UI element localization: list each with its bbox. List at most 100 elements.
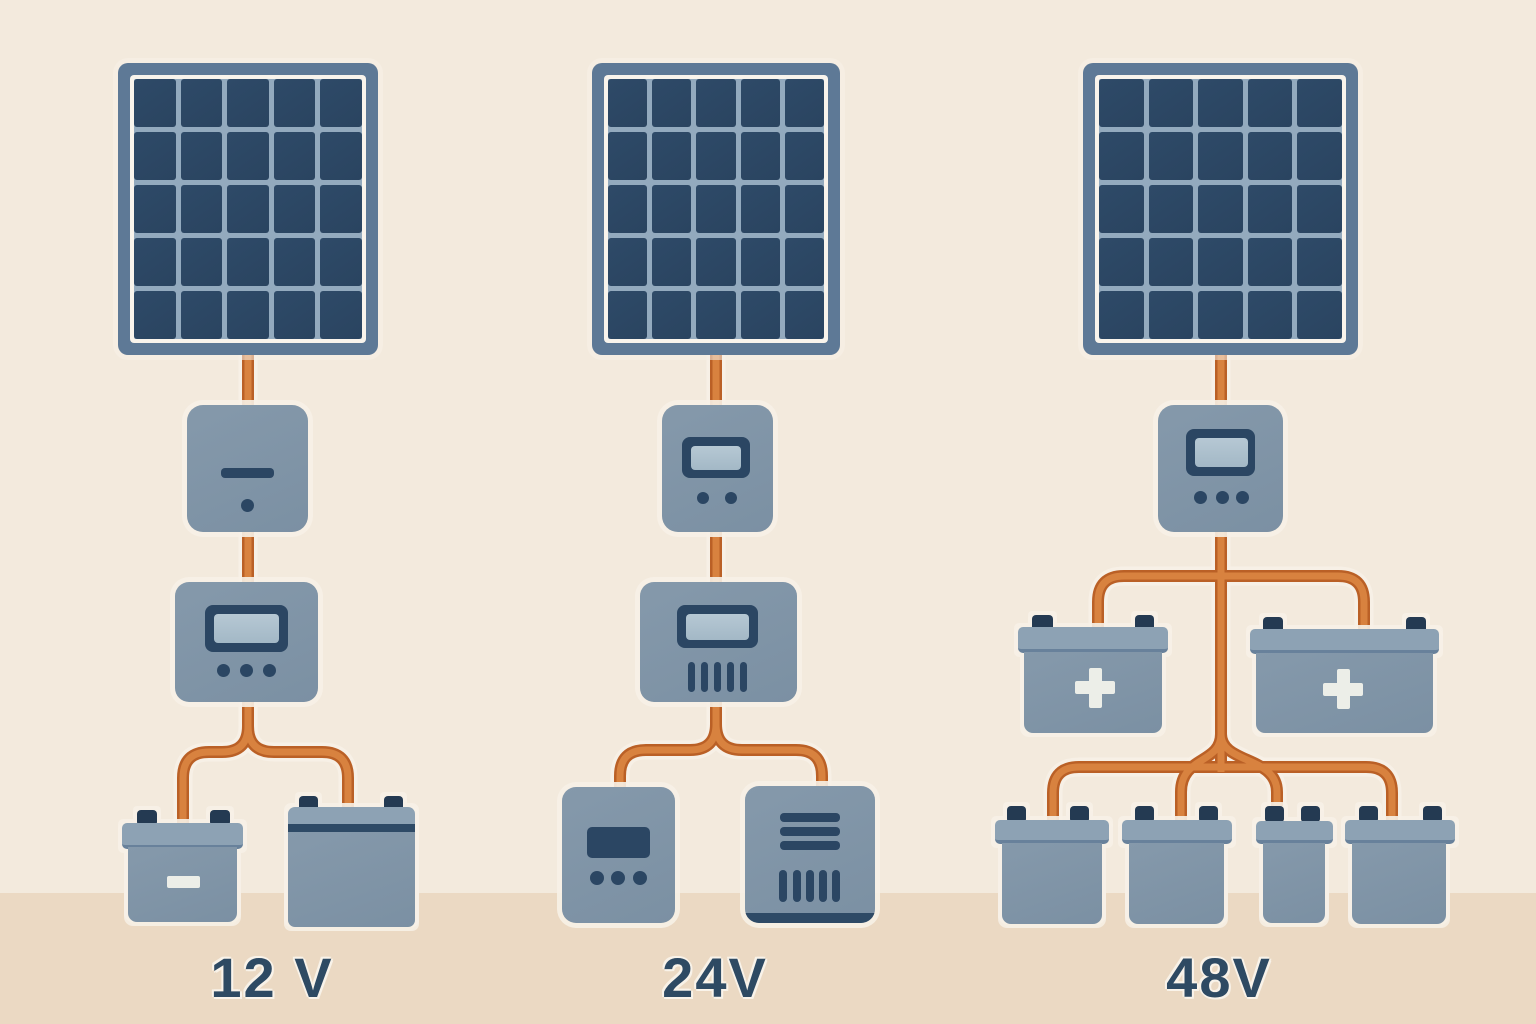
solar-cell — [273, 291, 316, 339]
solar-cell — [652, 132, 692, 180]
battery-cap — [1345, 820, 1455, 844]
solar-cell — [1247, 79, 1293, 127]
battery-48v-mid-right — [1250, 617, 1439, 733]
solar-cell — [320, 238, 362, 286]
display-screen — [686, 614, 749, 640]
battery-cap — [1256, 821, 1333, 844]
battery-cap — [1250, 629, 1439, 654]
inverter-bar — [780, 841, 840, 850]
solar-cell — [784, 79, 824, 127]
charge-controller-24v-bottom — [640, 582, 797, 702]
solar-cell — [608, 132, 648, 180]
button-dot — [611, 871, 625, 885]
battery-top-band — [288, 807, 415, 824]
solar-panel-12v — [118, 63, 378, 355]
solar-cell — [1247, 185, 1293, 233]
inverter-bar — [780, 827, 840, 836]
voltage-label-12v: 12 V — [210, 946, 334, 1009]
solar-cell — [1198, 79, 1243, 127]
battery-48v-bottom-2 — [1122, 806, 1232, 924]
button-dot — [725, 492, 737, 504]
solar-cell — [696, 132, 736, 180]
solar-cell — [740, 238, 780, 286]
battery-terminal — [1070, 806, 1089, 822]
solar-cell — [652, 291, 692, 339]
solar-cell — [696, 79, 736, 127]
indicator-dot — [241, 499, 254, 512]
button-dot — [217, 664, 230, 677]
solar-cell — [608, 79, 648, 127]
solar-cell — [273, 238, 316, 286]
solar-cell — [608, 291, 648, 339]
battery-case — [288, 807, 415, 927]
solar-cell — [1148, 238, 1194, 286]
vent-slot — [714, 662, 721, 692]
battery-body — [288, 832, 415, 927]
display-monitor-24v — [562, 787, 675, 923]
solar-cell — [1247, 238, 1293, 286]
solar-cell — [320, 185, 362, 233]
solar-cell — [784, 291, 824, 339]
battery-cap — [122, 823, 243, 849]
battery-12v-large — [288, 796, 415, 927]
solar-cell — [227, 79, 269, 127]
charge-controller-12v — [175, 582, 318, 702]
solar-cell — [134, 79, 176, 127]
battery-terminal — [299, 796, 318, 810]
solar-cell — [1099, 185, 1144, 233]
solar-cell — [320, 79, 362, 127]
solar-cell — [180, 132, 223, 180]
vent-slot — [819, 870, 827, 902]
plus-symbol — [1089, 668, 1102, 708]
vent-slot — [688, 662, 695, 692]
battery-cap — [1122, 820, 1232, 844]
battery-terminal — [1301, 806, 1320, 822]
solar-cell — [1099, 132, 1144, 180]
solar-cell — [134, 238, 176, 286]
solar-cell — [1148, 185, 1194, 233]
battery-terminal — [1007, 806, 1026, 822]
solar-cell — [652, 185, 692, 233]
solar-cell — [1297, 132, 1342, 180]
solar-cell — [273, 132, 316, 180]
voltage-label-48v: 48V — [1166, 946, 1272, 1009]
battery-cap — [1018, 627, 1168, 653]
solar-cell — [180, 238, 223, 286]
button-dot — [240, 664, 253, 677]
battery-terminal — [1263, 617, 1283, 632]
solar-cell — [180, 79, 223, 127]
button-dot — [1216, 491, 1229, 504]
panel-face — [130, 75, 366, 343]
solar-cell — [320, 132, 362, 180]
battery-48v-bottom-4 — [1345, 806, 1455, 924]
vent-slot — [779, 870, 787, 902]
solar-cell — [740, 185, 780, 233]
panel-face — [604, 75, 828, 343]
dc-disconnect-12v — [187, 405, 308, 532]
solar-cell — [1297, 291, 1342, 339]
solar-cell — [1198, 291, 1243, 339]
solar-cell — [740, 291, 780, 339]
battery-stripe — [288, 824, 415, 832]
display-screen — [691, 446, 741, 470]
inverter-24v — [745, 786, 875, 923]
battery-terminal — [384, 796, 403, 810]
button-dot — [263, 664, 276, 677]
charge-controller-24v-top — [662, 405, 773, 532]
solar-cell — [1297, 238, 1342, 286]
battery-48v-mid-left — [1018, 615, 1168, 733]
solar-cell — [652, 79, 692, 127]
button-dot — [1194, 491, 1207, 504]
battery-48v-bottom-1 — [995, 806, 1109, 924]
solar-cell — [1198, 185, 1243, 233]
solar-cell — [740, 79, 780, 127]
battery-terminal — [1423, 806, 1442, 822]
inverter-bar — [780, 813, 840, 822]
minus-symbol — [167, 876, 200, 888]
solar-cell — [784, 238, 824, 286]
solar-cell — [1148, 291, 1194, 339]
solar-cell — [1247, 291, 1293, 339]
battery-terminal — [210, 810, 230, 825]
battery-12v-small — [122, 796, 243, 922]
